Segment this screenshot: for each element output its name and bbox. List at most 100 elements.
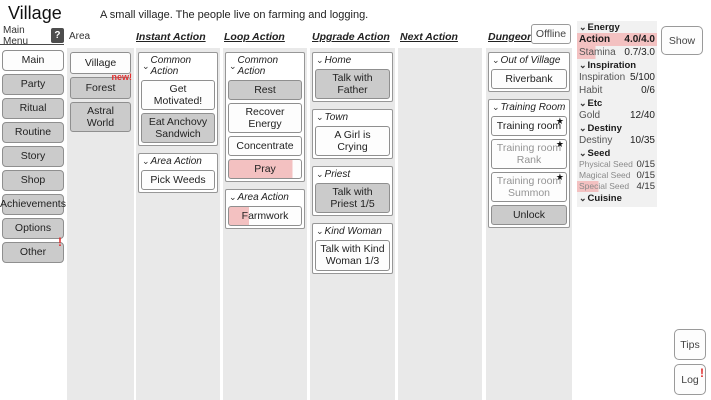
offline-button[interactable]: Offline [531,24,571,44]
stat-row-destiny: Destiny 10/35 [579,135,655,146]
chevron-down-icon: ⌄ [492,102,500,112]
area-item-forest[interactable]: Forest new! [70,72,132,99]
upgrade-kind-woman-group: ⌄ Kind Woman Talk with Kind Woman 1/3 [312,223,393,274]
stat-row-physical-seed: Physical Seed 0/15 [579,159,655,170]
action-recover-energy-button[interactable]: Recover Energy [228,103,302,134]
action-rest-button[interactable]: Rest [228,80,302,100]
group-header-out-of-village[interactable]: ⌄ Out of Village [490,54,568,68]
group-header-home[interactable]: ⌄ Home [314,54,391,68]
chevron-down-icon: ⌄ [316,226,324,237]
menu-item-achievements[interactable]: Achievements [0,194,66,215]
area-column-header: Area [69,31,91,42]
chevron-down-icon: ⌄ [492,55,500,65]
menu-item-shop[interactable]: Shop [2,170,64,191]
stat-row-special-seed: Special Seed 4/15 [577,181,657,192]
group-title: Common Action [150,55,192,77]
stat-group-title: Etc [587,98,603,109]
stat-group-title: Seed [587,148,611,159]
action-girl-is-crying-button[interactable]: A Girl is Crying [315,126,390,157]
menu-item-routine[interactable]: Routine [2,122,64,143]
stat-row-habit: Habit 0/6 [579,85,655,96]
menu-item-other[interactable]: Other ! [2,235,64,263]
stats-panel: ⌄ Energy Action 4.0/4.0 Stamina 0.7/3.0 … [577,21,657,207]
star-icon: ★ [555,139,564,149]
area-item-forest-label: Forest [85,81,116,94]
action-pick-weeds-button[interactable]: Pick Weeds [141,170,215,191]
dungeon-riverbank-button[interactable]: Riverbank [491,69,567,89]
stat-group-etc[interactable]: ⌄ Etc [577,97,657,109]
group-header-priest[interactable]: ⌄ Priest [314,168,391,182]
log-button[interactable]: Log ! [674,364,706,395]
loop-action-column-header: Loop Action [224,31,285,43]
main-menu: Main Party Ritual Routine Story Shop Ach… [0,50,66,266]
new-badge: new! [111,72,132,82]
action-talk-with-kind-woman-button[interactable]: Talk with Kind Woman 1/3 [315,240,390,271]
next-action-column-header: Next Action [400,31,458,43]
group-header-common-action[interactable]: ⌄ Common Action [227,54,303,79]
menu-item-ritual[interactable]: Ritual [2,98,64,119]
stat-row-action: Action 4.0/4.0 [577,33,657,46]
group-header-common-action[interactable]: ⌄ Common Action [140,54,216,79]
help-button[interactable]: ? [50,28,64,43]
stat-group-inspiration[interactable]: ⌄ Inspiration [577,59,657,71]
page-title: Village [8,3,62,23]
area-item-village[interactable]: Village [70,52,131,74]
menu-item-other-label: Other [19,246,47,259]
stat-row-gold: Gold 12/40 [579,110,655,121]
action-concentrate-button[interactable]: Concentrate [228,136,302,157]
dungeon-training-room-rank-button[interactable]: Training room Rank ★ [491,139,567,170]
action-get-motivated-button[interactable]: Get Motivated! [141,80,215,111]
menu-item-party[interactable]: Party [2,74,64,95]
instant-area-action-group: ⌄ Area Action Pick Weeds [138,153,218,194]
upgrade-home-group: ⌄ Home Talk with Father [312,52,393,103]
stat-group-title: Cuisine [587,193,622,204]
group-header-town[interactable]: ⌄ Town [314,111,391,125]
chevron-down-icon: ⌄ [229,60,237,71]
menu-item-main[interactable]: Main [2,50,64,71]
log-alert-badge: ! [700,366,704,380]
chevron-down-icon: ⌄ [579,193,587,203]
menu-item-story[interactable]: Story [2,146,64,167]
dungeon-unlock-button[interactable]: Unlock [491,205,567,226]
dungeon-column: ⌄ Out of Village Riverbank ⌄ Training Ro… [486,48,572,400]
stat-row-inspiration: Inspiration 5/100 [579,72,655,83]
button-label: Training room Summon [496,175,562,200]
area-item-astral-world[interactable]: Astral World [70,102,131,133]
stat-group-energy[interactable]: ⌄ Energy [577,21,657,33]
upgrade-priest-group: ⌄ Priest Talk with Priest 1/5 [312,166,393,217]
stat-row-stamina: Stamina 0.7/3.0 [577,46,657,59]
group-title: Out of Village [500,55,561,66]
action-pray-button[interactable]: Pray [228,159,302,180]
show-button[interactable]: Show [661,26,703,55]
main-menu-label: Main Menu [3,24,29,47]
group-header-area-action[interactable]: ⌄ Area Action [227,191,303,205]
action-talk-with-father-button[interactable]: Talk with Father [315,69,390,100]
stat-group-destiny[interactable]: ⌄ Destiny [577,122,657,134]
chevron-down-icon: ⌄ [229,192,237,203]
group-header-training-room[interactable]: ⌄ Training Room [490,101,568,115]
group-title: Training Room [500,102,566,113]
menu-item-options[interactable]: Options [2,218,64,239]
dungeon-training-room-button[interactable]: Training room ★ [491,116,567,136]
group-header-kind-woman[interactable]: ⌄ Kind Woman [314,225,391,239]
upgrade-action-column-header: Upgrade Action [312,31,390,43]
stat-group-title: Inspiration [587,60,637,71]
action-eat-anchovy-sandwich-button[interactable]: Eat Anchovy Sandwich [141,113,215,144]
instant-common-action-group: ⌄ Common Action Get Motivated! Eat Ancho… [138,52,218,147]
group-title: Priest [324,169,351,181]
group-header-area-action[interactable]: ⌄ Area Action [140,155,216,169]
stat-group-seed[interactable]: ⌄ Seed [577,147,657,159]
tips-button[interactable]: Tips [674,329,706,360]
button-label: Training room [496,119,562,132]
dungeon-training-room-summon-button[interactable]: Training room Summon ★ [491,172,567,203]
instant-action-column: ⌄ Common Action Get Motivated! Eat Ancho… [136,48,220,400]
stat-group-title: Energy [587,22,620,33]
stat-group-title: Destiny [587,123,622,134]
chevron-down-icon: ⌄ [316,169,324,180]
stat-group-cuisine[interactable]: ⌄ Cuisine [577,192,657,204]
alert-badge: ! [58,235,62,249]
action-farmwork-button[interactable]: Farmwork [228,206,302,227]
action-talk-with-priest-button[interactable]: Talk with Priest 1/5 [315,183,390,214]
upgrade-action-column: ⌄ Home Talk with Father ⌄ Town A Girl is… [310,48,395,400]
